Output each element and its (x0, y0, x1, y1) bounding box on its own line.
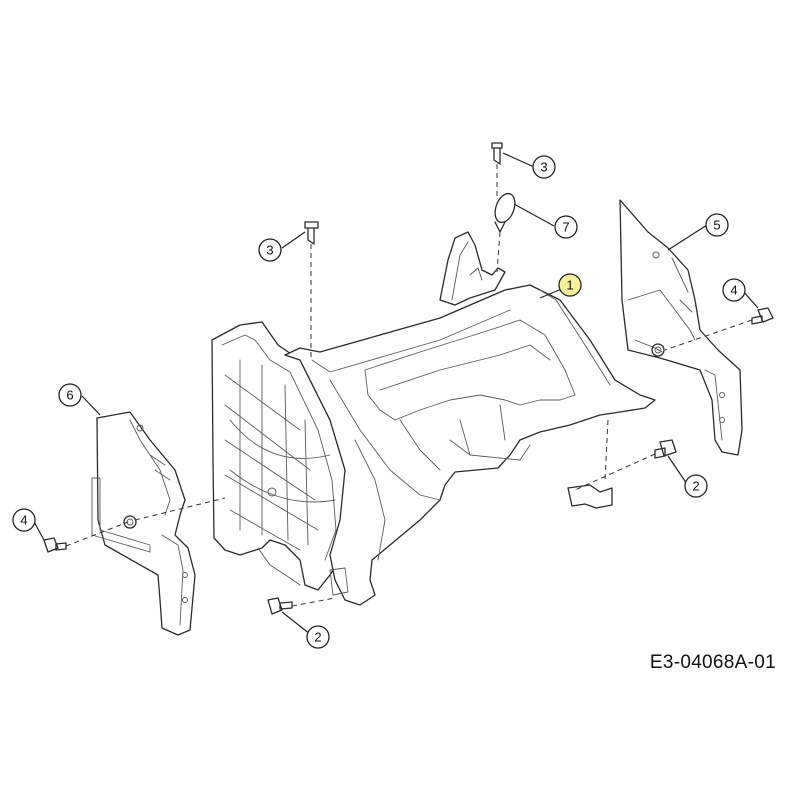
callout-5-label: 5 (713, 218, 720, 233)
bolt-4-left (43, 537, 67, 553)
callout-3-top: 3 (532, 155, 556, 179)
callout-2-bottom: 2 (306, 625, 330, 649)
callout-1: 1 (558, 273, 582, 297)
screw-3-left (304, 221, 319, 245)
callout-5: 5 (705, 213, 729, 237)
drawing-reference-code: E3-04068A-01 (649, 652, 776, 673)
callout-2-right: 2 (684, 474, 708, 498)
callout-4-left-label: 4 (20, 513, 27, 528)
main-housing (211, 231, 656, 606)
callout-7-label: 7 (562, 220, 569, 235)
callout-3-top-label: 3 (540, 160, 547, 175)
pin-7 (494, 192, 516, 233)
callout-4-left: 4 (12, 508, 36, 532)
assembly-lines (65, 164, 753, 607)
left-side-plate (91, 411, 196, 636)
callout-4-right-label: 4 (730, 283, 737, 298)
callout-7: 7 (554, 215, 578, 239)
screw-3-top (491, 142, 503, 165)
bolt-2-bottom (267, 597, 293, 615)
callout-4-right: 4 (722, 278, 746, 302)
bolt-4-right (751, 307, 774, 325)
bolt-2-right (654, 439, 677, 459)
callout-3-left: 3 (258, 238, 282, 262)
callout-6-label: 6 (66, 388, 73, 403)
callout-2-bottom-label: 2 (314, 630, 321, 645)
callout-6: 6 (58, 383, 82, 407)
callout-3-left-label: 3 (266, 243, 273, 258)
right-side-plate (619, 199, 743, 456)
callout-1-label: 1 (566, 278, 573, 293)
callout-2-right-label: 2 (692, 479, 699, 494)
